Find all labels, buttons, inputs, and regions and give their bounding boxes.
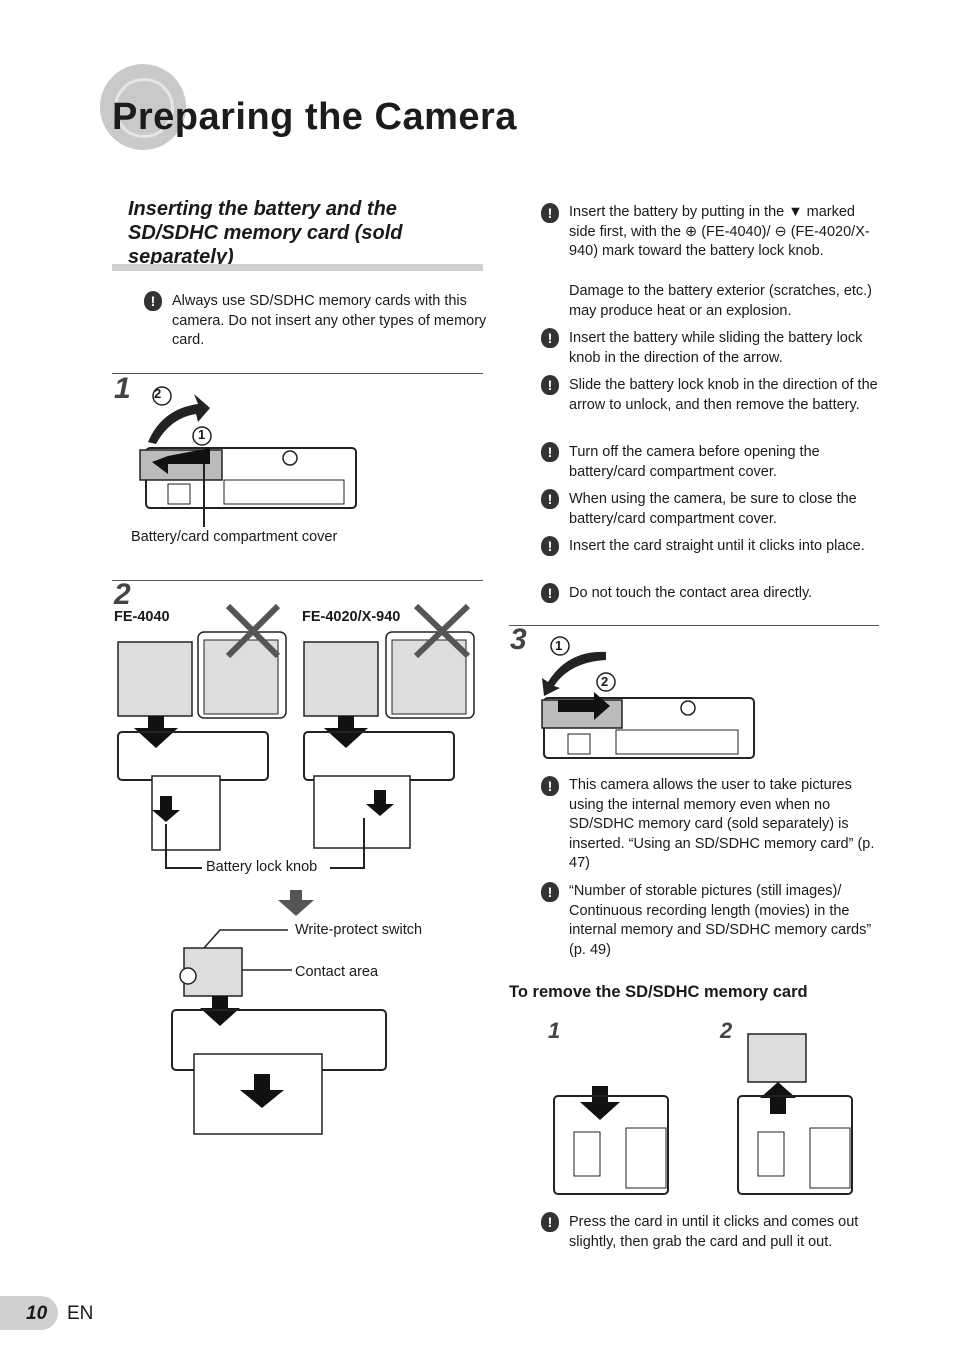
step-divider [112,580,483,581]
step3-illustration [541,636,755,759]
remove-step-2: 2 [720,1018,733,1043]
storable-pictures-note: “Number of storable pictures (still imag… [569,883,872,958]
internal-memory-note: This camera allows the user to take pict… [569,777,875,872]
caution-icon: ! [541,328,559,348]
close-cover-note: When using the camera, be sure to close … [569,491,857,527]
battery-damage-note: Damage to the battery exterior (scratche… [569,283,873,319]
page-number-badge [0,1296,58,1330]
remove-card-heading: To remove the SD/SDHC memory card [509,983,808,1001]
lock-knob-caption: Battery lock knob [206,859,318,875]
card-insert-illustration [171,890,387,1135]
callout-1: 1 [198,427,206,442]
page-number: 10 [26,1303,48,1324]
callout-1: 1 [555,638,563,653]
step1-caption: Battery/card compartment cover [131,529,338,545]
remove-step-1: 1 [548,1018,561,1043]
remove-step2-illustration [737,1033,853,1195]
caution-icon: ! [541,536,559,556]
caution-note: Always use SD/SDHC memory cards with thi… [172,293,487,349]
battery-orientation-note: Insert the battery by putting in the ▼ m… [569,204,870,260]
card-insert-note: Insert the card straight until it clicks… [569,538,865,554]
caution-icon: ! [144,291,162,311]
step-divider [112,373,483,374]
remove-battery-note: Slide the battery lock knob in the direc… [569,377,878,413]
lock-knob-note: Insert the battery while sliding the bat… [569,330,863,366]
remove-step1-illustration [553,1086,669,1195]
step-number: 3 [510,623,527,656]
step-divider [509,625,879,626]
caution-icon: ! [541,203,559,223]
section-divider [112,264,483,271]
title-decoration-icon [100,64,186,150]
remove-card-note: Press the card in until it clicks and co… [569,1214,859,1250]
callout-2: 2 [601,674,609,689]
turn-off-note: Turn off the camera before opening the b… [569,444,820,480]
model-label-a: FE-4040 [114,609,170,625]
caution-icon: ! [541,442,559,462]
caution-icon: ! [541,583,559,603]
page-language: EN [67,1303,94,1324]
caution-icon: ! [541,375,559,395]
step-number: 2 [114,578,131,611]
callout-2: 2 [154,386,162,401]
battery-insert-illustration [117,603,475,869]
contact-area-caption: Contact area [295,964,379,980]
write-protect-caption: Write-protect switch [295,922,423,938]
caution-icon: ! [541,489,559,509]
step1-illustration [139,386,357,527]
section-heading: Inserting the battery and the SD/SDHC me… [128,198,403,268]
page-title: Preparing the Camera [112,96,517,138]
model-label-b: FE-4020/X-940 [302,609,401,625]
caution-icon: ! [541,882,559,902]
caution-icon: ! [541,1212,559,1232]
contact-area-note: Do not touch the contact area directly. [569,585,813,601]
caution-icon: ! [541,776,559,796]
step-number: 1 [114,372,131,405]
